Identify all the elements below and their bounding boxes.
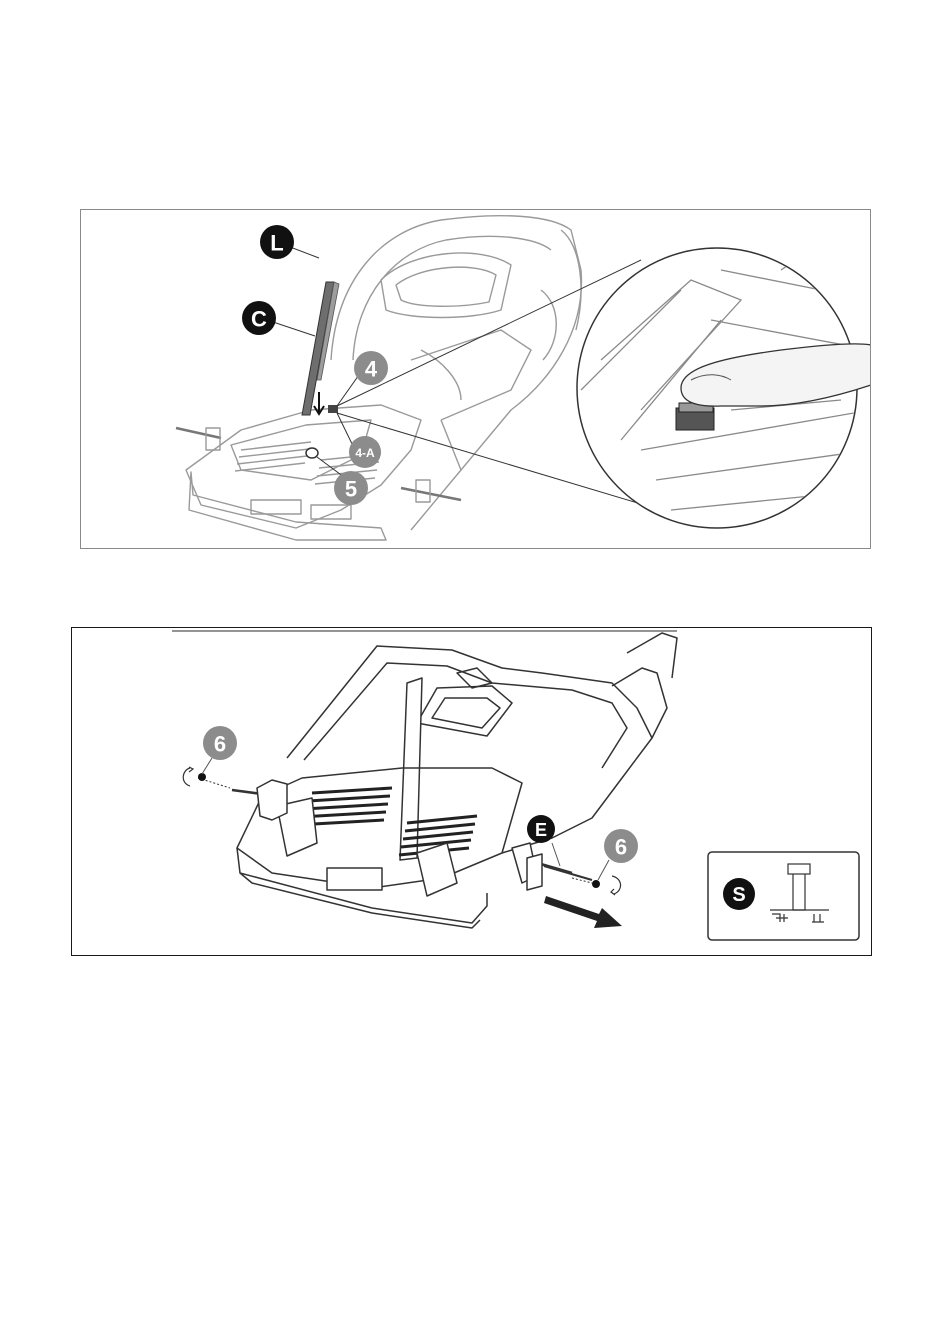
figure-2-illustration: 6 E 6 S bbox=[72, 628, 871, 955]
figure-1-panel: L C 4 4-A 5 bbox=[80, 209, 871, 549]
zoom-detail-circle bbox=[577, 248, 870, 528]
callout-4-label: 4 bbox=[365, 357, 378, 382]
callout-4-A-label: 4-A bbox=[355, 446, 375, 460]
callout-4-A: 4-A bbox=[349, 436, 381, 468]
callout-C: C bbox=[242, 301, 276, 335]
callout-L: L bbox=[260, 225, 294, 259]
callout-S-label: S bbox=[732, 884, 745, 906]
callout-4: 4 bbox=[354, 351, 388, 385]
callout-E-label: E bbox=[535, 820, 547, 840]
callout-L-label: L bbox=[270, 231, 283, 256]
callout-5: 5 bbox=[334, 471, 368, 505]
callout-6-right: 6 bbox=[604, 829, 638, 863]
inset-S-box: S bbox=[708, 852, 859, 940]
callout-E: E bbox=[527, 815, 555, 843]
figure-2-panel: 6 E 6 S bbox=[71, 627, 872, 956]
figure-1-illustration: L C 4 4-A 5 bbox=[81, 210, 870, 548]
callout-5-label: 5 bbox=[345, 477, 357, 502]
callout-6-left-label: 6 bbox=[214, 732, 226, 757]
callout-6-right-label: 6 bbox=[615, 835, 627, 860]
callout-6-left: 6 bbox=[203, 726, 237, 760]
callout-C-label: C bbox=[251, 307, 267, 332]
